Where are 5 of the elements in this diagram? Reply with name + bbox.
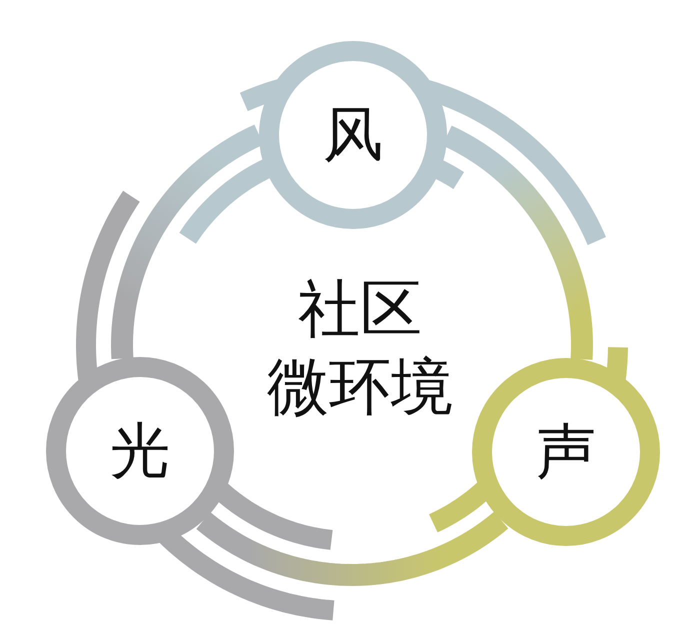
center-label: 社区微环境	[266, 271, 454, 426]
node-label: 风	[323, 105, 383, 165]
node-label: 声	[536, 422, 596, 482]
connector-arc	[196, 512, 508, 586]
node-label: 光	[110, 421, 170, 481]
